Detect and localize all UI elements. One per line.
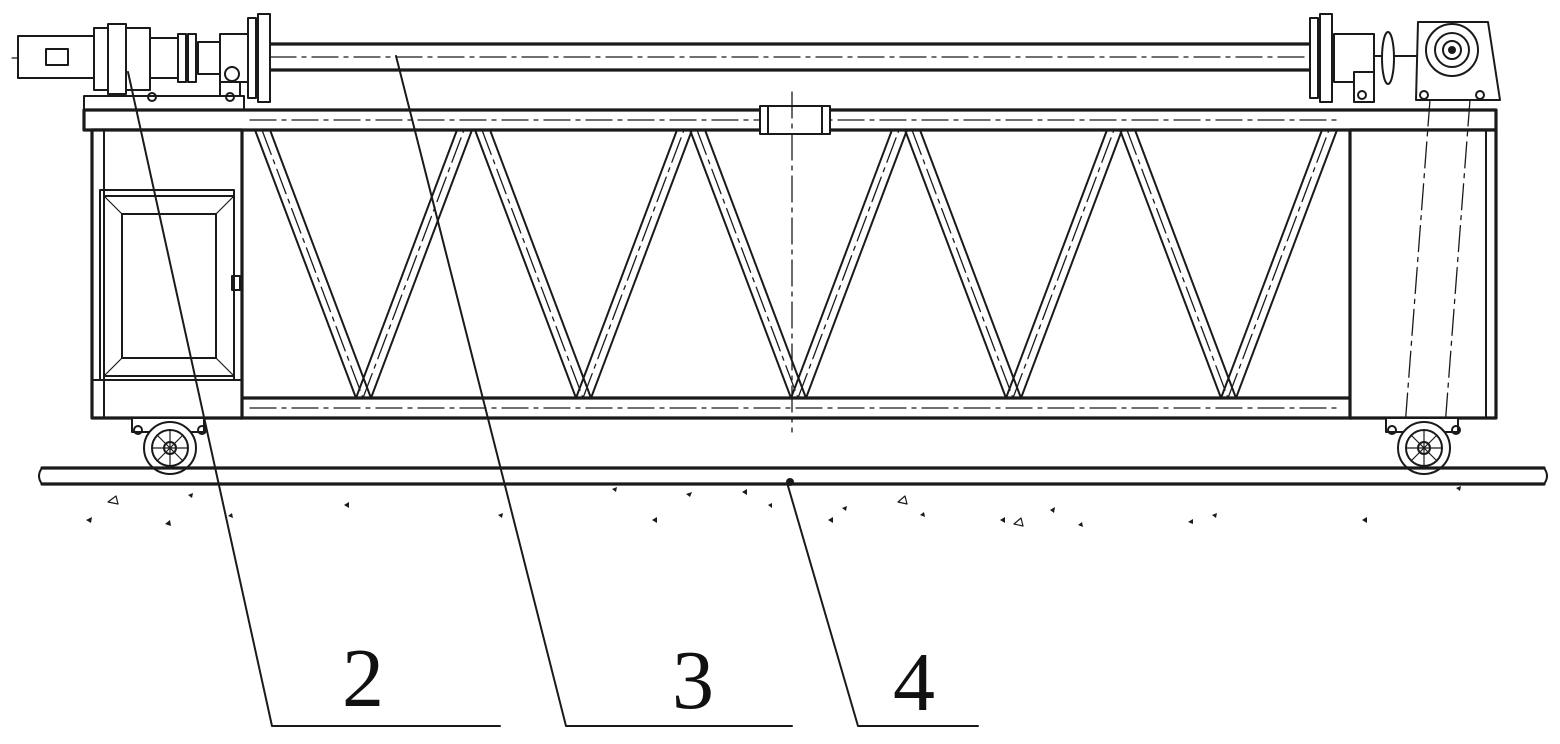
left-wheel bbox=[131, 417, 207, 475]
right-end-cabin bbox=[1348, 99, 1498, 441]
left-drive-motor bbox=[11, 13, 271, 111]
truss-diagonals bbox=[254, 129, 1338, 399]
callout-2-label: 2 bbox=[342, 632, 384, 725]
callout-3-label: 3 bbox=[672, 634, 714, 727]
callout-leaders bbox=[127, 55, 979, 727]
callout-4-label: 4 bbox=[893, 636, 935, 729]
ground-hatching bbox=[86, 486, 1461, 527]
right-wheel bbox=[1385, 417, 1461, 475]
top-drive-shaft bbox=[260, 42, 1324, 72]
ground-rail bbox=[38, 466, 1548, 486]
main-truss-girder bbox=[82, 91, 1498, 433]
left-end-cabin bbox=[83, 109, 244, 420]
right-reel-assembly bbox=[1309, 13, 1501, 103]
